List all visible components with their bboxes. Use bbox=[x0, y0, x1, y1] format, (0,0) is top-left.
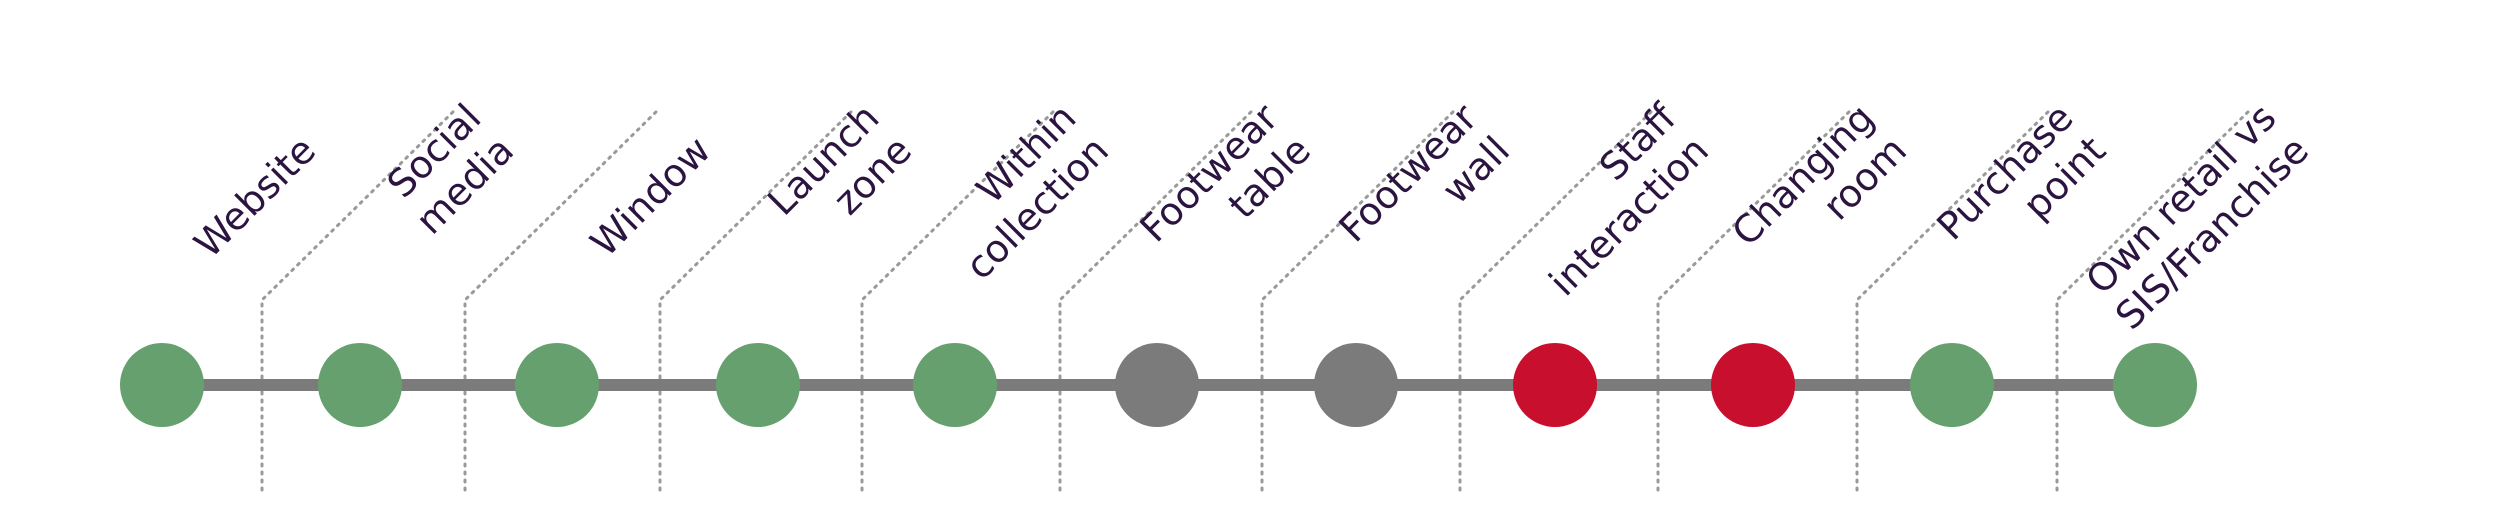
stage-nodes bbox=[120, 343, 2197, 427]
stage-node-social-media bbox=[318, 343, 402, 427]
stage-label-social-media: Socialmedia bbox=[375, 95, 522, 242]
stage-label-footwear-wall: Footwearwall bbox=[1330, 95, 1518, 283]
stage-divider-7 bbox=[1458, 106, 1657, 492]
stage-label-footwear-table: Footweartable bbox=[1131, 95, 1319, 283]
stage-label-line: Window bbox=[582, 128, 719, 265]
stage-label-staff-interaction: Staffinteraction bbox=[1508, 95, 1718, 305]
stage-node-within-collection bbox=[913, 343, 997, 427]
stage-divider-8 bbox=[1656, 106, 1855, 492]
stage-node-staff-interaction bbox=[1513, 343, 1597, 427]
stage-label-line: Website bbox=[186, 128, 324, 266]
stage-label-within-collection: Withincollection bbox=[924, 95, 1117, 288]
stage-label-website: Website bbox=[186, 128, 324, 266]
stage-node-own-retail-vs-sis-franchise bbox=[2113, 343, 2197, 427]
stage-node-footwear-wall bbox=[1314, 343, 1398, 427]
stage-divider-10 bbox=[2055, 106, 2254, 492]
stage-divider-9 bbox=[1855, 106, 2054, 492]
stage-node-changing-room bbox=[1711, 343, 1795, 427]
stage-divider-3 bbox=[658, 106, 857, 492]
stage-divider-1 bbox=[260, 106, 459, 492]
stage-label-purchase-point: Purchasepoint bbox=[1928, 95, 2114, 281]
stage-label-launch-zone: Launchzone bbox=[759, 95, 920, 256]
stage-node-purchase-point bbox=[1910, 343, 1994, 427]
stage-label-changing-room: Changingroom bbox=[1724, 95, 1916, 287]
divider-lines bbox=[260, 106, 2254, 492]
stage-node-footwear-table bbox=[1115, 343, 1199, 427]
stage-node-website bbox=[120, 343, 204, 427]
stage-divider-2 bbox=[463, 106, 662, 492]
stage-label-own-retail-vs-sis-franchise: Own retail vsSIS/Franchise bbox=[2074, 95, 2317, 338]
stage-node-window bbox=[515, 343, 599, 427]
stage-node-launch-zone bbox=[716, 343, 800, 427]
stage-divider-4 bbox=[860, 106, 1059, 492]
stage-label-window: Window bbox=[582, 128, 719, 265]
stage-divider-5 bbox=[1058, 106, 1257, 492]
stage-divider-6 bbox=[1260, 106, 1459, 492]
